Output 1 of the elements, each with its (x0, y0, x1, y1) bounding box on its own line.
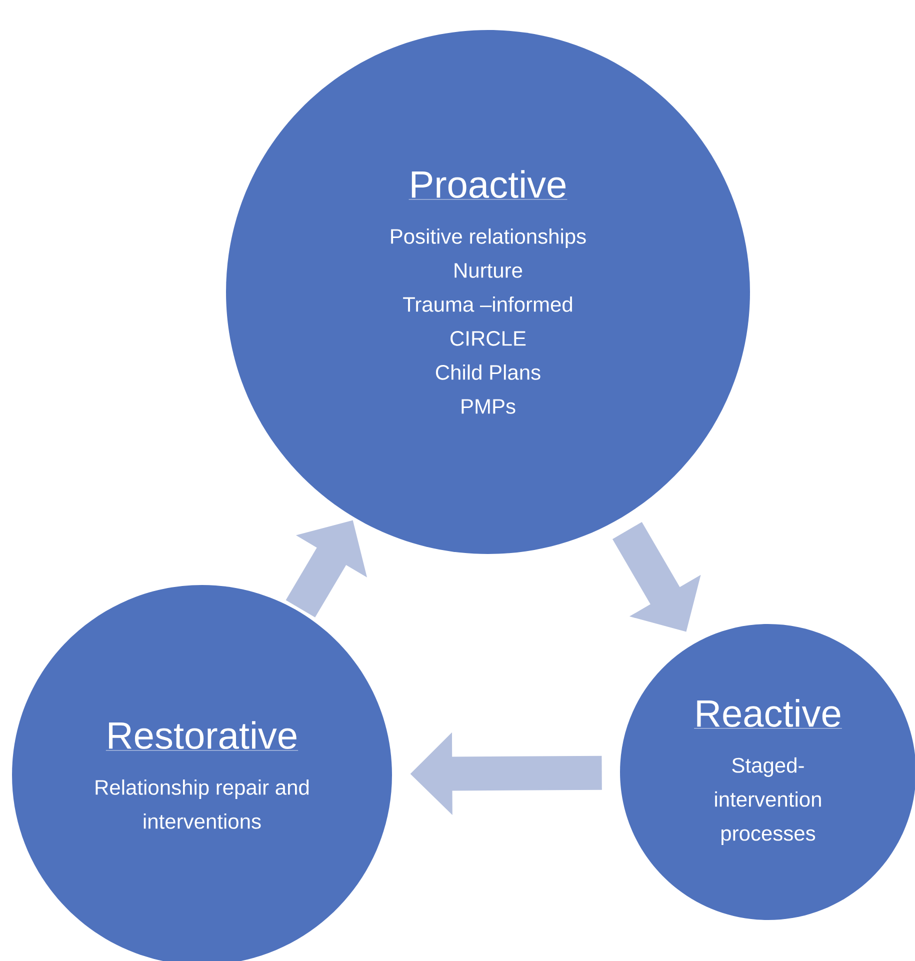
circle-node: Proactive Positive relationships Nurture Trauma –informed CIRCLE Child Plans PMPs (226, 30, 750, 554)
